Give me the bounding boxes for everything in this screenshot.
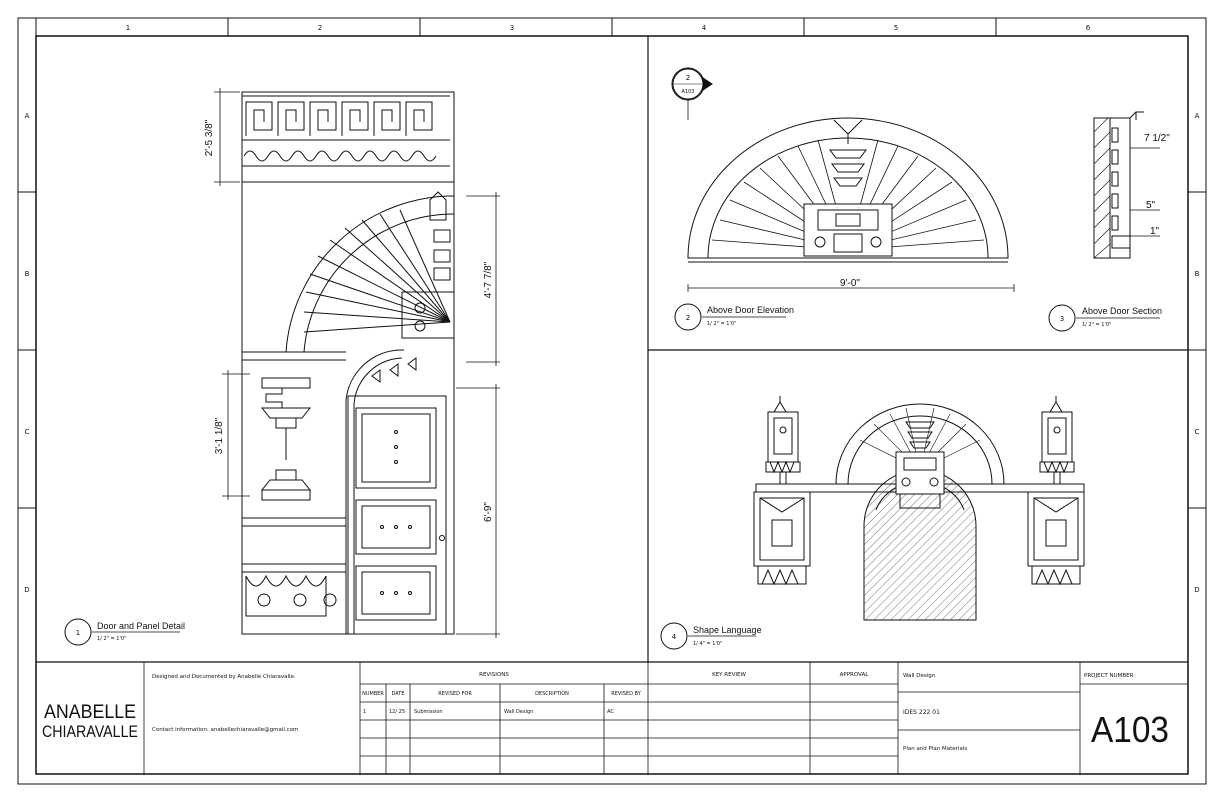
view-label-3: 3 Above Door Section 1/ 2" = 1'0" <box>1048 304 1162 332</box>
grid-col-6: 6 <box>1086 24 1091 32</box>
door-panel-drawing <box>214 88 500 638</box>
key-review-header: KEY REVIEW <box>712 672 746 678</box>
elev-center-motif <box>803 119 893 257</box>
grid-col-4: 4 <box>702 24 707 32</box>
rev-col-number: NUMBER <box>362 691 384 697</box>
left-panel <box>242 351 346 617</box>
designed-by-text: Designed and Documented by Anabelle Chia… <box>152 674 296 680</box>
grid-row-a-right: A <box>1195 112 1200 120</box>
rev-row-1-date: 12/ 25 <box>389 709 405 715</box>
section-marker-sheet: A103 <box>682 89 695 95</box>
grid-row-c-right: C <box>1195 428 1200 436</box>
dim-door-upper-right: 4'-7 7/8" <box>483 261 494 298</box>
grid-row-labels: A B C D A B C D <box>24 112 1199 594</box>
shape-language-drawing <box>753 396 1085 621</box>
grid-row-c-left: C <box>25 428 30 436</box>
grid-col-5: 5 <box>894 24 898 32</box>
grid-row-b-right: B <box>1195 270 1200 278</box>
project-number-label: PROJECT NUMBER <box>1084 673 1134 679</box>
course-code: IDES 222 01 <box>903 709 940 716</box>
rev-row-1-revised-for: Submission <box>414 709 443 715</box>
view-3-number: 3 <box>1060 315 1064 323</box>
section-cut-marker: 2 A103 <box>671 67 713 120</box>
contact-text: Contact information: anabellechiaravalle… <box>152 727 298 733</box>
door-dimension-lines <box>214 88 500 638</box>
grid-column-labels: 1 2 3 4 5 6 <box>126 24 1091 32</box>
rev-col-revised-for: REVISED FOR <box>438 691 472 697</box>
title-block <box>143 662 1188 774</box>
above-door-elevation-drawing: 2 A103 9'-0" <box>671 67 1015 292</box>
view-1-number: 1 <box>76 629 80 637</box>
sheet-border <box>17 17 1207 785</box>
view-2-number: 2 <box>686 314 690 322</box>
revisions-header: REVISIONS <box>479 672 509 678</box>
approval-header: APPROVAL <box>840 672 870 678</box>
grid-row-b-left: B <box>25 270 30 278</box>
view-3-scale: 1/ 2" = 1'0" <box>1082 322 1111 328</box>
door-leaf <box>345 349 447 635</box>
rev-col-description: DESCRIPTION <box>535 691 569 697</box>
view-4-title: Shape Language <box>693 625 762 635</box>
rev-col-revised-by: REVISED BY <box>611 691 641 697</box>
sunburst-arch <box>285 191 455 353</box>
section-marker-number: 2 <box>686 74 690 82</box>
dim-section-bottom: 1" <box>1150 226 1160 237</box>
logo-line-2: CHIARAVALLE <box>42 722 138 741</box>
view-label-1: 1 Door and Panel Detail 1/ 2" = 1'0" <box>64 618 185 646</box>
greek-key-frieze <box>242 95 454 183</box>
view-label-4: 4 Shape Language 1/ 4" = 1'0" <box>660 622 762 650</box>
sheet-number: A103 <box>1091 709 1169 750</box>
above-door-section-drawing <box>1093 111 1160 259</box>
grid-col-2: 2 <box>318 24 322 32</box>
rev-row-1-number: 1 <box>363 709 366 715</box>
grid-row-d-left: D <box>24 586 29 594</box>
view-2-title: Above Door Elevation <box>707 305 794 315</box>
rev-col-date: DATE <box>391 691 404 697</box>
view-4-number: 4 <box>672 633 677 641</box>
view-1-title: Door and Panel Detail <box>97 621 185 631</box>
rev-row-1-description: Wall Design <box>504 709 533 715</box>
sheet-title: Plan and Plan Materials <box>903 746 967 752</box>
dim-elev-width: 9'-0" <box>840 278 860 289</box>
rev-row-1-revised-by: AC <box>607 709 614 715</box>
dim-section-top: 7 1/2" <box>1144 133 1170 144</box>
dim-door-left: 3'-1 1/8" <box>214 417 225 454</box>
project-name: Wall Design <box>903 673 936 679</box>
logo-line-1: ANABELLE <box>44 702 136 723</box>
view-4-scale: 1/ 4" = 1'0" <box>693 641 722 647</box>
dim-door-lower-right: 6'-9" <box>483 502 494 522</box>
view-2-scale: 1/ 2" = 1'0" <box>707 321 736 327</box>
dim-door-top: 2'-5 3/8" <box>204 119 215 156</box>
view-3-title: Above Door Section <box>1082 306 1162 316</box>
dim-section-middle: 5" <box>1146 200 1156 211</box>
grid-row-d-right: D <box>1194 586 1199 594</box>
grid-col-1: 1 <box>126 24 130 32</box>
grid-col-3: 3 <box>510 24 514 32</box>
grid-row-a-left: A <box>25 112 30 120</box>
view-label-2: 2 Above Door Elevation 1/ 2" = 1'0" <box>674 303 794 331</box>
view-1-scale: 1/ 2" = 1'0" <box>97 636 126 642</box>
right-totem <box>1027 396 1085 586</box>
left-totem <box>753 396 811 586</box>
